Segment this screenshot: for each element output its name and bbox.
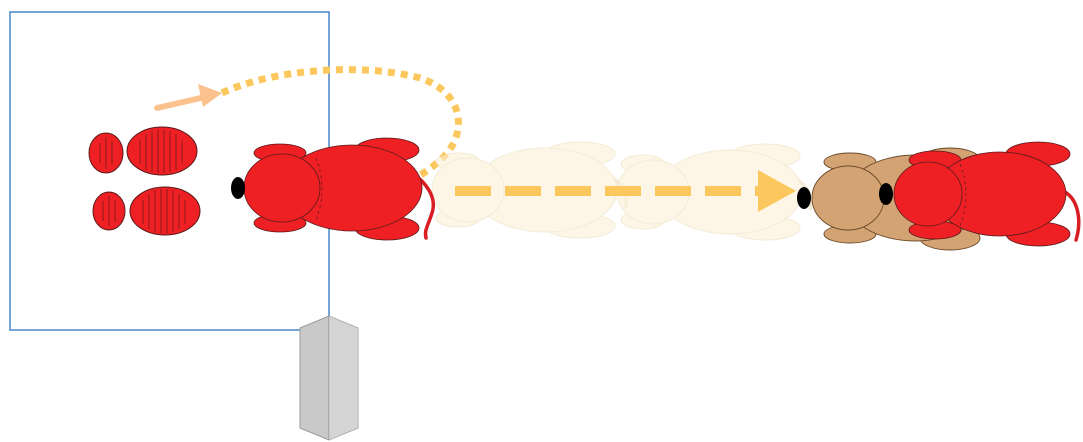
entry-arrow	[157, 84, 222, 108]
partition-icon	[300, 316, 358, 440]
footprints-icon	[89, 127, 200, 235]
mouse-icon	[231, 138, 433, 240]
